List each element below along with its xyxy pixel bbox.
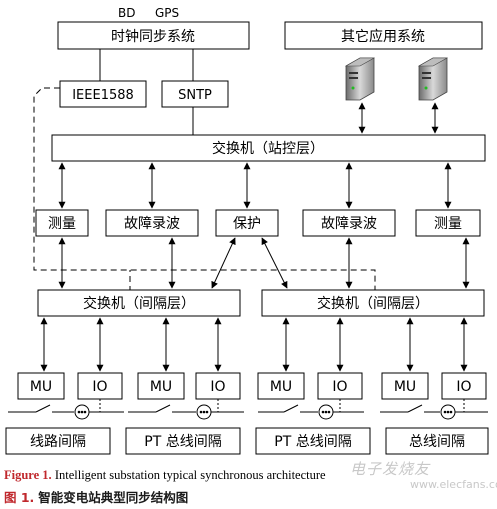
other-apps-label: 其它应用系统 [341,28,425,45]
sntp-label: SNTP [178,88,212,103]
bay-box-2 [125,427,241,455]
bay-switch-left-box [37,289,241,317]
io-label: IO [456,379,471,395]
ieee1588-dashed-path [33,87,376,302]
caption-en-text: Intelligent substation typical synchrono… [54,468,326,482]
io-label: IO [210,379,225,395]
device-box-1 [35,209,89,237]
gps-label: GPS [155,6,179,20]
caption-zh-fig: 图 1. [4,490,35,505]
bay-label-1: 线路间隔 [30,434,86,450]
mu-label: MU [30,379,52,395]
watermark-url: www.elecfans.com [410,478,497,491]
switch-breaker-icon [8,399,124,420]
arrow-dev3-bayright [261,237,288,289]
bay-label-3: PT 总线间隔 [274,434,351,450]
clock-sync-box [57,21,250,50]
watermark: 电子发烧友 [350,460,431,478]
device-box-4 [302,209,396,237]
sntp-box [161,80,229,108]
station-switch-box [51,134,486,162]
clock-sync-label: 时钟同步系统 [111,28,195,45]
caption-en-fig: Figure 1. [4,468,52,482]
device-label-1: 测量 [48,216,76,232]
mu-label: MU [270,379,292,395]
station-switch-label: 交换机（站控层） [212,140,324,157]
switch-breaker-icon [380,399,488,420]
device-label-3: 保护 [233,216,261,232]
arrow-dev3-bayleft [211,237,236,289]
device-box-2 [105,209,199,237]
bay-label-2: PT 总线间隔 [144,434,221,450]
bay-box-1 [5,427,111,455]
io-label: IO [332,379,347,395]
io-label: IO [92,379,107,395]
other-apps-box [284,21,483,50]
bay-switch-left-label: 交换机（间隔层） [83,295,195,312]
server-icon [417,57,449,101]
mu-label: MU [150,379,172,395]
bay-box-3 [255,427,371,455]
switch-breaker-icon [258,399,364,420]
mu-io-row: MU IO MU IO MU IO MU IO [17,372,487,400]
bay-switch-right-box [261,289,485,317]
caption-zh: 图 1. 智能变电站典型同步结构图 [4,487,188,506]
device-box-3 [215,209,279,237]
server-icon [344,57,376,101]
device-label-4: 故障录波 [321,216,377,232]
device-label-2: 故障录波 [124,216,180,232]
ieee1588-box [59,80,147,108]
bd-label: BD [118,6,135,20]
switch-breaker-icon [128,399,244,420]
device-box-5 [415,209,481,237]
caption-zh-text: 智能变电站典型同步结构图 [38,490,189,505]
device-label-5: 测量 [434,216,462,232]
bay-box-4 [385,427,489,455]
mu-label: MU [394,379,416,395]
ieee1588-label: IEEE1588 [72,88,134,103]
caption-en: Figure 1. Intelligent substation typical… [4,468,326,483]
bay-switch-right-label: 交换机（间隔层） [317,295,429,312]
bay-label-4: 总线间隔 [409,434,465,450]
